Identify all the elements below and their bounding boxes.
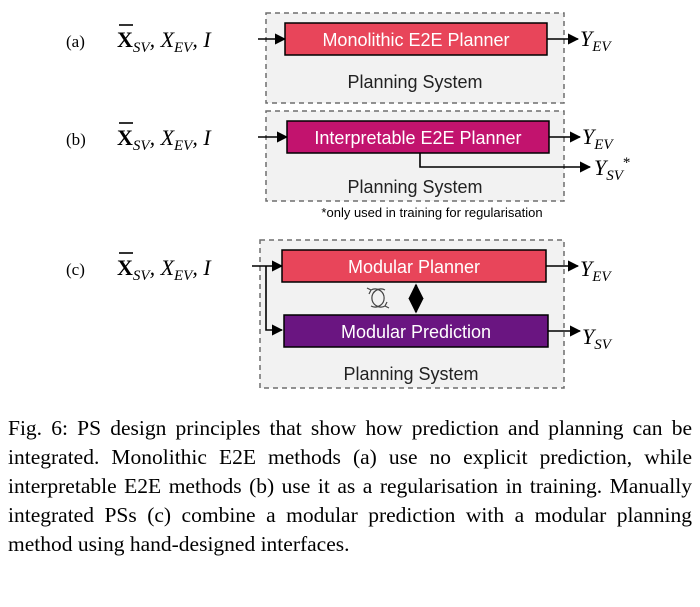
panel-c: (c) XSV, XEV, I Modular Planner Modular … bbox=[66, 239, 613, 389]
interpretable-e2e-planner bbox=[286, 120, 550, 154]
output-arrow-b-sv bbox=[419, 153, 592, 173]
training-footnote: *only used in training for regularisatio… bbox=[321, 205, 542, 220]
planning-system-label-c: Planning System bbox=[343, 364, 478, 384]
modular-planner-label: Modular Planner bbox=[348, 257, 480, 277]
monolithic-e2e-planner bbox=[284, 22, 548, 56]
modular-planner bbox=[281, 249, 547, 283]
panel-label-c: (c) bbox=[66, 260, 85, 279]
cycle-arrows-icon bbox=[366, 287, 390, 309]
output-yev-a: YEV bbox=[580, 26, 612, 55]
output-yev-c: YEV bbox=[580, 256, 612, 285]
planning-system-label-a: Planning System bbox=[347, 72, 482, 92]
panel-a: (a) XSV, XEV, I Monolithic E2E Planner Y… bbox=[66, 12, 612, 104]
panel-label-a: (a) bbox=[66, 32, 85, 51]
planning-system-label-b: Planning System bbox=[347, 177, 482, 197]
output-ysv-b: YSV* bbox=[594, 155, 630, 184]
figure-caption: Fig. 6: PS design principles that show h… bbox=[8, 416, 692, 556]
input-arrow-c-prediction bbox=[265, 266, 284, 336]
panel-label-b: (b) bbox=[66, 130, 86, 149]
monolithic-planner-label: Monolithic E2E Planner bbox=[322, 30, 509, 50]
output-ysv-c: YSV bbox=[582, 324, 613, 353]
interpretable-planner-label: Interpretable E2E Planner bbox=[314, 128, 521, 148]
modular-prediction-label: Modular Prediction bbox=[341, 322, 491, 342]
panel-b: (b) XSV, XEV, I Interpretable E2E Planne… bbox=[66, 110, 630, 220]
input-label-a: XSV, XEV, I bbox=[117, 27, 212, 56]
ps-design-diagram: (a) XSV, XEV, I Monolithic E2E Planner Y… bbox=[66, 12, 630, 389]
output-yev-b: YEV bbox=[582, 124, 614, 153]
modular-prediction bbox=[283, 314, 549, 348]
input-label-b: XSV, XEV, I bbox=[117, 125, 212, 154]
input-label-c: XSV, XEV, I bbox=[117, 255, 212, 284]
